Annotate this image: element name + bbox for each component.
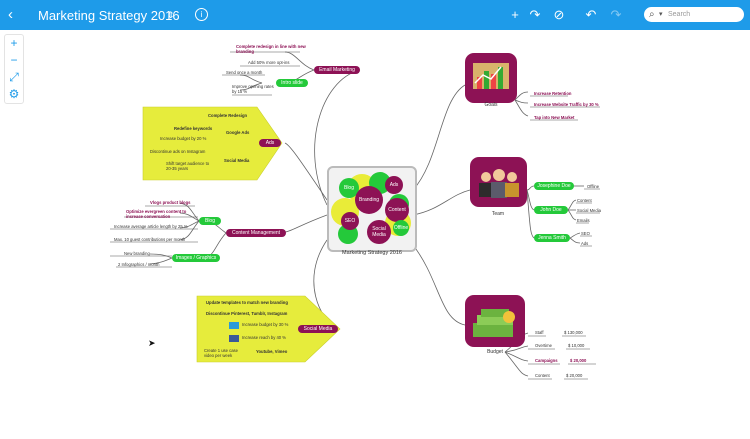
ads-google-ads[interactable]: Google Ads bbox=[226, 130, 250, 135]
blog-item-evergreen[interactable]: Optimize evergreen content to increase c… bbox=[126, 209, 187, 219]
redo-icon[interactable]: ↷ bbox=[610, 7, 622, 22]
cancel-icon[interactable]: ⊘ bbox=[553, 7, 565, 22]
social-callout-shape bbox=[196, 295, 341, 363]
email-item-send-monthly[interactable]: Send once a month bbox=[226, 70, 263, 75]
info-icon[interactable]: i bbox=[195, 8, 208, 21]
central-topic-label[interactable]: Marketing Strategy 2016 bbox=[342, 250, 402, 256]
budget-staff-value[interactable]: $ 130,000 bbox=[564, 330, 583, 335]
team-john-social[interactable]: Social Media bbox=[577, 208, 601, 213]
center-bubble-content: Content bbox=[385, 198, 409, 222]
budget-overtime-label[interactable]: Overtime bbox=[535, 343, 552, 348]
budget-content-value[interactable]: $ 20,000 bbox=[566, 373, 583, 378]
center-bubble-ads: Ads bbox=[385, 176, 403, 194]
social-item-budget[interactable]: Increase budget by 30 % bbox=[242, 322, 289, 327]
central-topic-image[interactable]: Blog Ads Branding Content SEO Social Med… bbox=[327, 166, 417, 252]
undo-icon[interactable]: ↶ bbox=[585, 7, 597, 22]
mouse-cursor-icon: ➤ bbox=[148, 338, 156, 348]
people-icon bbox=[479, 169, 519, 198]
search-box[interactable]: ⌕ ▾ Search bbox=[644, 7, 744, 22]
team-member-josephine[interactable]: Josephine Doe bbox=[534, 182, 574, 190]
email-item-optins[interactable]: Add 50% more opt-ins bbox=[248, 60, 290, 65]
content-blog-node[interactable]: Blog bbox=[199, 217, 221, 225]
settings-icon[interactable]: ⚙ bbox=[8, 87, 20, 101]
goal-item-market[interactable]: Tap into New Market bbox=[534, 115, 575, 120]
ads-node[interactable]: Ads bbox=[259, 139, 281, 147]
fit-view-icon[interactable]: ⤢ bbox=[9, 70, 19, 84]
search-input[interactable]: Search bbox=[668, 11, 691, 18]
team-member-jenna[interactable]: Jenna Smith bbox=[534, 234, 570, 242]
ads-discontinue-instagram[interactable]: Discontinue ads on Instagram bbox=[150, 149, 206, 154]
blog-item-guest-contributions[interactable]: Max. 10 guest contributions per month bbox=[114, 237, 186, 242]
images-item-branding[interactable]: New branding bbox=[124, 251, 150, 256]
mindmap-connectors bbox=[110, 51, 600, 380]
add-icon[interactable]: + bbox=[511, 7, 519, 22]
content-images-node[interactable]: Images / Graphics bbox=[172, 254, 220, 262]
budget-overtime-value[interactable]: $ 10,000 bbox=[568, 343, 585, 348]
title-dropdown-icon[interactable]: ⇕ bbox=[167, 10, 175, 20]
social-item-discontinue[interactable]: Discontinue Pinterest, Tumblr, Instagram bbox=[206, 311, 288, 316]
team-member-john[interactable]: John Doe bbox=[534, 206, 568, 214]
search-icon: ⌕ bbox=[649, 9, 655, 20]
email-item-opening-rates[interactable]: Improve opening rates by 15 % bbox=[232, 84, 274, 94]
center-bubble-branding: Branding bbox=[355, 186, 383, 214]
team-john-emails[interactable]: Emails bbox=[577, 218, 590, 223]
budget-campaigns-label[interactable]: Campaigns bbox=[535, 358, 558, 363]
team-label[interactable]: Team bbox=[491, 211, 505, 217]
ads-increase-budget[interactable]: Increase budget by 20 % bbox=[160, 136, 207, 141]
team-josephine-offline[interactable]: Offline bbox=[587, 184, 600, 189]
center-bubble-social-media: Social Media bbox=[367, 220, 391, 244]
budget-content-label[interactable]: Content bbox=[535, 373, 550, 378]
budget-campaigns-value[interactable]: $ 20,000 bbox=[570, 358, 587, 363]
budget-staff-label[interactable]: Staff bbox=[535, 330, 544, 335]
left-toolbar: + − ⤢ ⚙ bbox=[4, 34, 24, 104]
budget-label[interactable]: Budget bbox=[487, 349, 503, 355]
team-jenna-ads[interactable]: Ads bbox=[581, 241, 589, 246]
social-youtube-vimeo[interactable]: Youtube, Vimeo bbox=[256, 349, 288, 354]
goals-image-tile[interactable] bbox=[465, 53, 517, 103]
blog-item-vlogs[interactable]: Vlogs product blogs bbox=[150, 200, 191, 205]
search-dropdown-icon[interactable]: ▾ bbox=[659, 11, 663, 18]
goals-label[interactable]: Goals bbox=[484, 102, 498, 108]
goal-item-retention[interactable]: Increase Retention bbox=[534, 91, 572, 96]
facebook-icon bbox=[229, 335, 239, 342]
ads-shift-audience[interactable]: Shift target audience to 20-35 years bbox=[166, 161, 210, 171]
ads-complete-redesign[interactable]: Complete Redesign bbox=[208, 113, 248, 118]
social-item-update-templates[interactable]: Update templates to match new branding bbox=[206, 300, 288, 305]
goal-item-traffic[interactable]: Increase Website Traffic by 30 % bbox=[534, 102, 599, 107]
back-chevron-left-icon[interactable]: ‹ bbox=[8, 6, 13, 23]
team-jenna-seo[interactable]: SEO bbox=[581, 231, 590, 236]
bar-chart-icon bbox=[473, 63, 509, 89]
twitter-icon bbox=[229, 322, 239, 329]
content-management-node[interactable]: Content Management bbox=[226, 229, 286, 237]
team-john-content[interactable]: Content bbox=[577, 198, 592, 203]
social-item-reach[interactable]: Increase reach by 40 % bbox=[242, 335, 286, 340]
top-toolbar: ‹ Marketing Strategy 2016 ⇕ i + ↷ ⊘ ↶ ↷ … bbox=[0, 0, 750, 30]
center-bubble-blog: Blog bbox=[339, 178, 359, 198]
ads-callout-shape bbox=[142, 106, 283, 181]
budget-image-tile[interactable] bbox=[465, 295, 525, 347]
money-stack-icon bbox=[473, 309, 515, 337]
redo-arrow-icon[interactable]: ↷ bbox=[529, 7, 541, 22]
email-item-redesign[interactable]: Complete redesign in line with new brand… bbox=[236, 44, 306, 54]
center-bubble-seo: SEO bbox=[341, 212, 359, 230]
map-title[interactable]: Marketing Strategy 2016 bbox=[38, 8, 180, 23]
social-item-use-case-video[interactable]: Create 1 use case video per week bbox=[204, 348, 238, 358]
email-marketing-node[interactable]: Email Marketing bbox=[314, 66, 360, 74]
blog-item-article-length[interactable]: Increase average article length by 25 % bbox=[114, 224, 188, 229]
ads-social-media[interactable]: Social Media bbox=[224, 158, 250, 163]
email-intro-slide-node[interactable]: Intro slide bbox=[276, 79, 308, 87]
zoom-out-icon[interactable]: − bbox=[10, 53, 18, 67]
images-item-infographics[interactable]: 2 Infographics / month bbox=[118, 262, 160, 267]
team-image-tile[interactable] bbox=[470, 157, 527, 207]
ads-redefine-keywords[interactable]: Redefine keywords bbox=[174, 126, 213, 131]
center-bubble-offline: Offline bbox=[393, 220, 409, 236]
zoom-in-icon[interactable]: + bbox=[10, 36, 18, 50]
social-media-node[interactable]: Social Media bbox=[298, 325, 338, 333]
